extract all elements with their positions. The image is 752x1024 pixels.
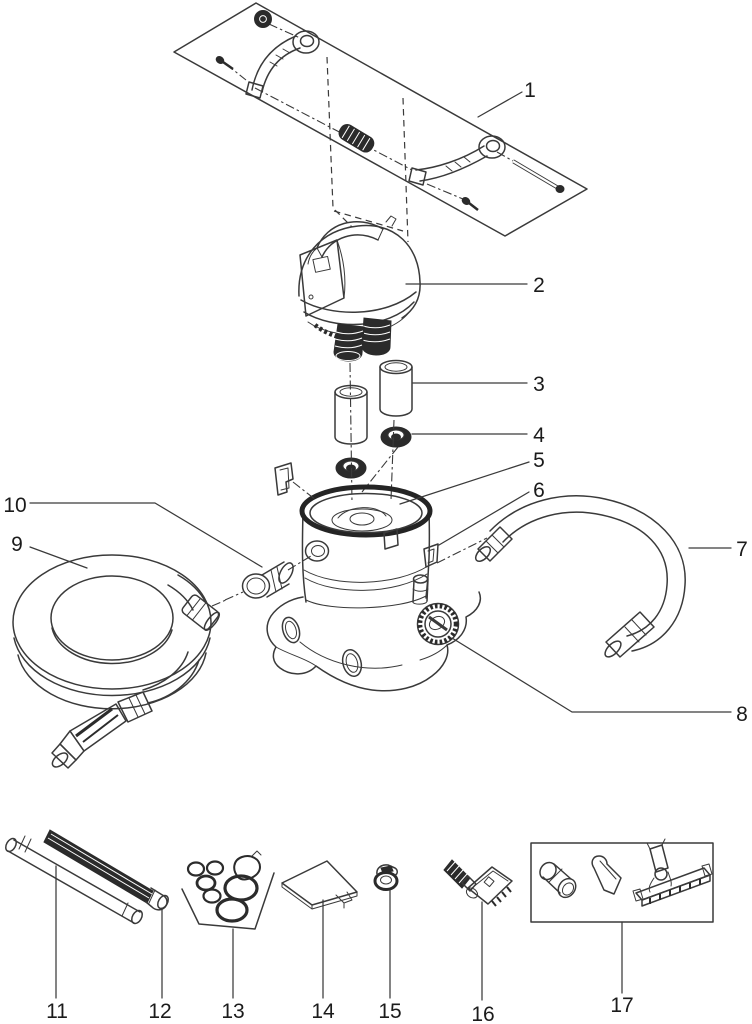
part-15-clamp bbox=[373, 864, 399, 999]
screw bbox=[461, 197, 479, 211]
part-label-12: 12 bbox=[148, 1000, 171, 1023]
part-4-seal-rings bbox=[335, 426, 528, 479]
hose-cuff bbox=[474, 526, 513, 563]
part-1-handle-kit bbox=[173, 2, 588, 243]
part-11-tube bbox=[5, 835, 143, 999]
part-label-7: 7 bbox=[736, 538, 748, 561]
part-16-brush-nozzle bbox=[443, 859, 513, 1001]
bolt bbox=[512, 159, 565, 193]
screw bbox=[215, 56, 234, 71]
hose-nozzle bbox=[51, 691, 153, 769]
part-7-discharge-hose bbox=[474, 495, 732, 658]
part-label-6: 6 bbox=[533, 479, 545, 502]
leader-8 bbox=[451, 637, 732, 713]
leader-6 bbox=[438, 491, 530, 546]
handle-left bbox=[245, 30, 320, 99]
leader-10 bbox=[29, 502, 263, 568]
round-nozzle bbox=[539, 861, 577, 899]
part-label-5: 5 bbox=[533, 449, 545, 472]
part-13-gasket-set bbox=[181, 850, 275, 999]
part-label-9: 9 bbox=[11, 533, 23, 556]
part-8-base bbox=[266, 574, 732, 713]
part-labels: 1 2 3 4 5 6 7 8 9 10 11 12 13 14 15 16 1… bbox=[3, 79, 748, 1024]
part-14-filter bbox=[281, 860, 358, 999]
lid-clip bbox=[274, 462, 294, 496]
crevice-tool bbox=[591, 855, 622, 895]
part-12-tube-ribbed bbox=[43, 829, 169, 999]
part-17-accessory-set bbox=[530, 838, 714, 994]
hose-cuff bbox=[181, 594, 221, 631]
part-label-4: 4 bbox=[533, 424, 545, 447]
knob bbox=[254, 10, 272, 28]
part-label-8: 8 bbox=[736, 703, 748, 726]
drain-port bbox=[412, 574, 429, 605]
part-label-17: 17 bbox=[610, 994, 633, 1017]
part-label-3: 3 bbox=[533, 373, 545, 396]
leader-1 bbox=[477, 91, 523, 118]
part-10-connector bbox=[29, 502, 312, 601]
hose-cuff bbox=[604, 611, 655, 658]
part-label-15: 15 bbox=[378, 1000, 401, 1023]
part-label-2: 2 bbox=[533, 274, 545, 297]
leader-9 bbox=[29, 546, 88, 569]
floor-nozzle bbox=[632, 838, 713, 907]
leader-5 bbox=[399, 461, 530, 505]
part-label-11: 11 bbox=[46, 1000, 68, 1023]
valve-wheel bbox=[416, 602, 460, 646]
spring bbox=[338, 123, 375, 153]
part-9-suction-hose bbox=[12, 546, 227, 769]
part-2-motor-head bbox=[298, 215, 528, 362]
part-6-clip bbox=[423, 491, 530, 568]
part-label-10: 10 bbox=[3, 494, 26, 517]
handle-right bbox=[408, 135, 506, 186]
part-3-sleeves bbox=[334, 359, 528, 445]
part-label-13: 13 bbox=[221, 1000, 244, 1023]
part-label-1: 1 bbox=[524, 79, 536, 102]
corrugated-tube bbox=[333, 317, 392, 362]
part-5-container bbox=[274, 461, 530, 609]
part-label-14: 14 bbox=[311, 1000, 335, 1023]
part-label-16: 16 bbox=[471, 1003, 494, 1024]
